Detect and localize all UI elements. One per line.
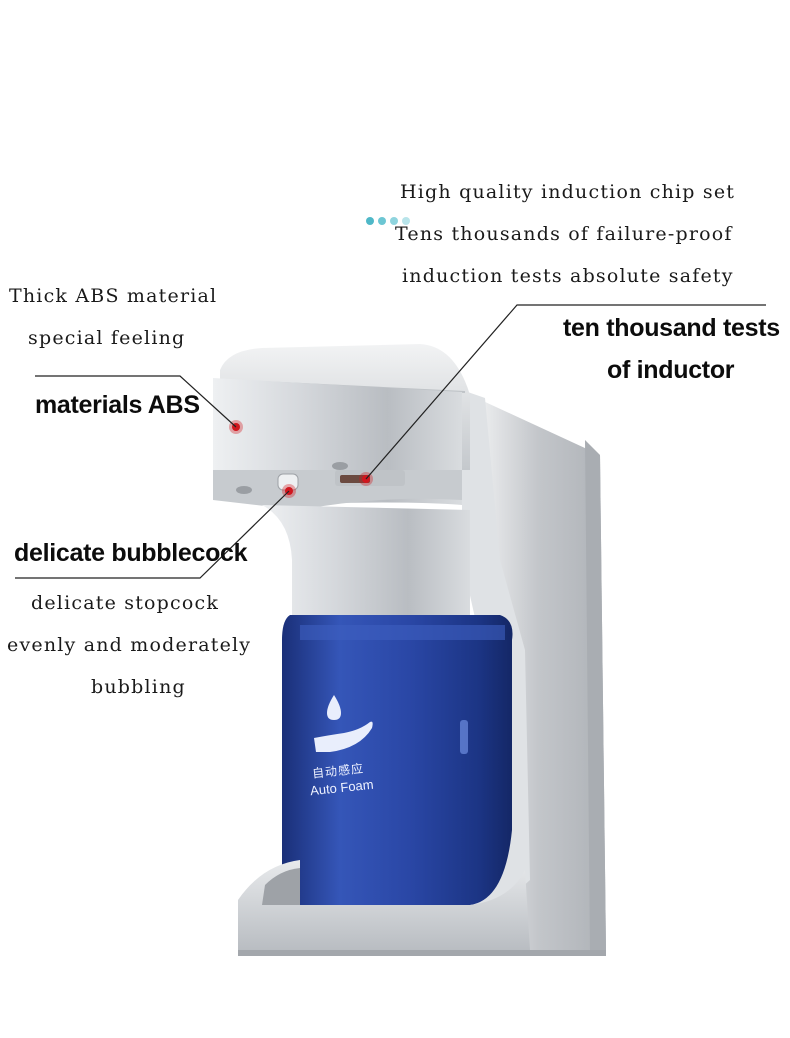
bubble-heading: delicate bubblecock xyxy=(14,539,248,567)
chip-heading-line-1: ten thousand tests xyxy=(563,314,780,342)
chip-heading-line-2: of inductor xyxy=(607,356,735,384)
chip-text-line-3: induction tests absolute safety xyxy=(402,265,734,287)
bubble-text-line-2: evenly and moderately xyxy=(7,634,252,656)
abs-text-line-2: special feeling xyxy=(28,327,186,349)
chip-text-line-2: Tens thousands of failure-proof xyxy=(395,223,733,245)
chip-text-line-1: High quality induction chip set xyxy=(400,181,736,203)
abs-text-line-1: Thick ABS material xyxy=(9,285,218,307)
abs-heading: materials ABS xyxy=(35,391,200,419)
bubble-text-line-3: bubbling xyxy=(91,676,186,698)
bubble-text-line-1: delicate stopcock xyxy=(31,592,220,614)
